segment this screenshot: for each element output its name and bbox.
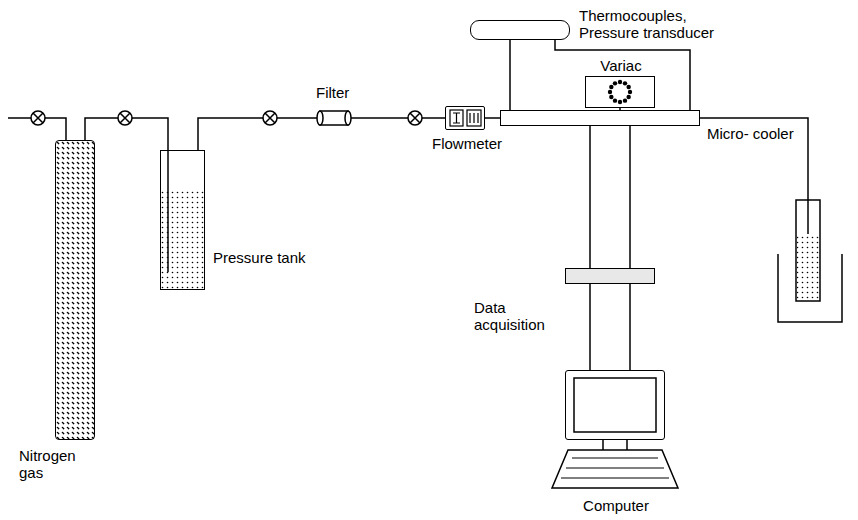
pipe-or-wire: [555, 40, 690, 110]
variac-dot: [618, 80, 622, 84]
computer-screen: [574, 378, 656, 432]
gas-cylinder-fill: [55, 140, 95, 440]
filter-symbol: [317, 111, 351, 125]
valve: [408, 111, 422, 125]
flowmeter-symbol: [450, 110, 481, 126]
collector-tube: [796, 200, 820, 301]
filter: Filter: [318, 110, 350, 126]
gas-cylinder: Nitrogen gas: [55, 140, 95, 440]
valve: [118, 111, 132, 125]
variac-dot: [623, 98, 627, 102]
pipe-or-wire: [629, 126, 631, 268]
pressure-tank: Pressure tank: [160, 150, 205, 290]
variac-dot: [618, 100, 622, 104]
valve-symbol: [31, 111, 422, 125]
component-label: Variac: [586, 57, 656, 74]
component-label: Filter: [316, 84, 349, 101]
variac-dot: [613, 81, 617, 85]
variac-dot: [613, 98, 617, 102]
flowmeter: Flowmeter: [445, 106, 485, 130]
outlet-pipe: [700, 118, 808, 234]
collector-liquid: [797, 234, 819, 300]
collector-beaker: [778, 254, 842, 322]
pipe-or-wire: [509, 40, 511, 110]
pipe-or-wire: [350, 117, 445, 119]
pipe-or-wire: [589, 284, 591, 370]
computer-stand: [603, 440, 627, 450]
variac-dot: [626, 85, 630, 89]
variac-dot: [628, 90, 632, 94]
pipe-or-wire: [589, 126, 591, 268]
computer-monitor: Computer: [565, 370, 665, 440]
variac-dot: [608, 90, 612, 94]
computer-keyboard: [552, 450, 678, 488]
variac-dot: [626, 95, 630, 99]
component-label: Data acquisition: [474, 299, 554, 333]
micro-cooler: Micro- cooler: [500, 110, 700, 126]
component-label: Micro- cooler: [707, 125, 794, 142]
component-label: Computer: [566, 497, 666, 514]
variac-dot: [609, 85, 613, 89]
data-acquisition-unit: Data acquisition: [565, 268, 655, 284]
component-label: Flowmeter: [432, 135, 502, 152]
component-label: Pressure tank: [213, 249, 306, 266]
pipe-or-wire: [485, 117, 500, 119]
variac-dot: [623, 81, 627, 85]
sensor-box: Thermocouples, Pressure transducer: [470, 20, 570, 40]
variac-symbol: [608, 80, 632, 104]
valve: [263, 111, 277, 125]
pipe-or-wire: [198, 118, 318, 150]
valve: [31, 111, 45, 125]
variac: Variac: [585, 76, 655, 108]
component-label: Nitrogen gas: [19, 447, 83, 481]
component-label: Thermocouples, Pressure transducer: [579, 7, 729, 41]
pipe-or-wire: [629, 284, 631, 370]
variac-dot: [609, 95, 613, 99]
keyboard-keys: [561, 458, 669, 478]
dip-tube: [167, 150, 169, 272]
